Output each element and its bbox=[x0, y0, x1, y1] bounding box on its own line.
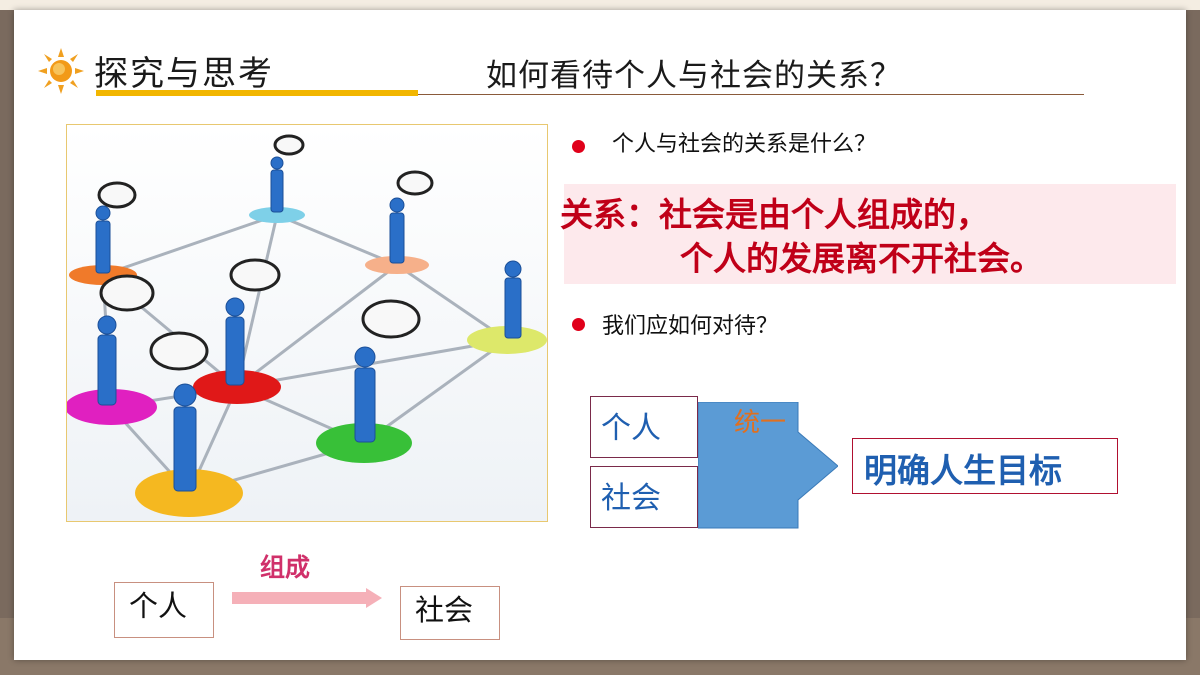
sun-icon bbox=[38, 48, 84, 94]
question-treatment: 我们应如何对待？ bbox=[602, 314, 779, 339]
compose-arrow bbox=[232, 588, 382, 608]
bullet-dot bbox=[572, 140, 585, 153]
people-network-illustration bbox=[66, 124, 548, 522]
slide: 探究与思考 如何看待个人与社会的关系？ bbox=[14, 10, 1186, 660]
top-band bbox=[0, 0, 1200, 10]
box-society-label: 社会 bbox=[601, 481, 661, 516]
answer-highlight-box bbox=[564, 184, 1176, 284]
unify-arrow-shape bbox=[698, 402, 838, 529]
network-graphic bbox=[67, 125, 547, 521]
answer-line-2: 个人的发展离不开社会。 bbox=[680, 239, 1043, 278]
compose-from-box: 个人 bbox=[114, 582, 214, 638]
goal-text: 明确人生目标 bbox=[864, 451, 1062, 490]
compose-from-label: 个人 bbox=[129, 589, 188, 623]
box-individual: 个人 bbox=[590, 396, 698, 458]
box-society: 社会 bbox=[590, 466, 698, 528]
section-title: 探究与思考 bbox=[94, 54, 274, 94]
answer-line-1: 关系：社会是由个人组成的， bbox=[560, 195, 989, 234]
title-divider-line bbox=[418, 94, 1084, 95]
title-underline-bar bbox=[96, 90, 418, 96]
compose-to-label: 社会 bbox=[415, 593, 474, 627]
compose-to-box: 社会 bbox=[400, 586, 500, 640]
unify-label: 统一 bbox=[734, 408, 787, 438]
question-title: 如何看待个人与社会的关系？ bbox=[486, 58, 902, 94]
bullet-dot bbox=[572, 318, 585, 331]
question-relationship: 个人与社会的关系是什么？ bbox=[612, 132, 877, 157]
box-individual-label: 个人 bbox=[601, 411, 661, 446]
goal-box bbox=[852, 438, 1118, 494]
compose-label: 组成 bbox=[260, 553, 311, 582]
